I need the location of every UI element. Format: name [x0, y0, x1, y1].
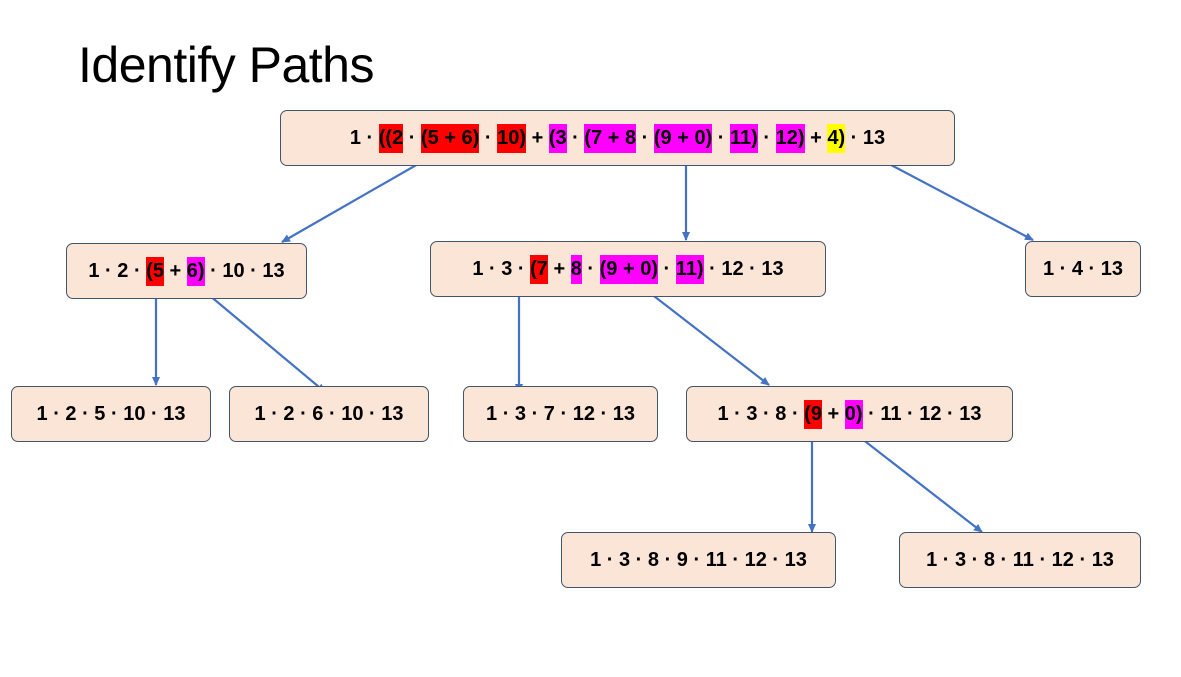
label-text: · 10 · 13	[204, 259, 285, 282]
highlight-red: (5	[146, 256, 164, 286]
label-text: 1 · 3 ·	[472, 257, 531, 280]
edge-root-to-n-4	[873, 155, 1034, 241]
node-n-3-7: 1 · 3 · 7 · 12 · 13	[463, 386, 658, 442]
highlight-magenta: (9 + 0)	[653, 123, 713, 153]
highlight-red: (7	[530, 254, 548, 284]
label-text: · 13	[845, 126, 886, 149]
highlight-magenta: 6)	[186, 256, 205, 286]
node-n-3: 1 · 3 · (7 + 8 · (9 + 0) · 11) · 12 · 13	[430, 241, 826, 297]
label-text: +	[163, 259, 187, 282]
label-text: 1 ·	[349, 126, 379, 149]
label-text: +	[821, 402, 845, 425]
node-n-4: 1 · 4 · 13	[1025, 241, 1141, 297]
label-text: ·	[566, 126, 585, 149]
highlight-magenta: 11)	[675, 254, 704, 284]
label-text: +	[804, 126, 828, 149]
highlight-red: (9	[804, 399, 822, 429]
label-text: · 12 · 13	[703, 257, 784, 280]
label-text: 1 · 3 · 8 ·	[717, 402, 805, 425]
edge-root-to-n-2	[281, 155, 433, 243]
node-n-3-8-9: 1 · 3 · 8 · 9 · 11 · 12 · 13	[561, 532, 836, 588]
page-title: Identify Paths	[78, 37, 374, 93]
node-root: 1 · ((2 · (5 + 6) · 10) + (3 · (7 + 8 · …	[280, 110, 955, 166]
highlight-yellow: 4)	[827, 123, 846, 153]
edge-n-3-to-n-3-8	[640, 285, 770, 386]
highlight-red: (5 + 6)	[420, 123, 480, 153]
label-text: 1 · 4 · 13	[1042, 257, 1124, 280]
label-text: 1 · 3 · 8 · 9 · 11 · 12 · 13	[590, 548, 807, 571]
label-text: ·	[581, 257, 600, 280]
label-text: 1 · 2 · 5 · 10 · 13	[36, 402, 186, 425]
label-text: ·	[658, 257, 676, 280]
highlight-magenta: (3	[548, 123, 567, 153]
node-n-2-5: 1 · 2 · 5 · 10 · 13	[11, 386, 211, 442]
node-n-3-8-11: 1 · 3 · 8 · 11 · 12 · 13	[899, 532, 1141, 588]
highlight-magenta: (9 + 0)	[599, 254, 658, 284]
label-text: 1 · 3 · 7 · 12 · 13	[486, 402, 635, 425]
label-text: 1 · 2 · 6 · 10 · 13	[254, 402, 404, 425]
label-text: 1 · 3 · 8 · 11 · 12 · 13	[926, 548, 1114, 571]
highlight-magenta: 0)	[844, 399, 863, 429]
edge-n-2-to-n-2-6	[202, 289, 326, 393]
label-text: +	[547, 257, 571, 280]
highlight-red: 10)	[497, 123, 527, 153]
highlight-red: ((2	[378, 123, 404, 153]
label-text: ·	[403, 126, 421, 149]
label-text: ·	[636, 126, 654, 149]
highlight-magenta: 11)	[730, 123, 758, 153]
highlight-magenta: 12)	[775, 123, 805, 153]
label-text: ·	[757, 126, 776, 149]
highlight-magenta: 8	[570, 254, 582, 284]
highlight-magenta: (7 + 8	[584, 123, 637, 153]
node-n-2: 1 · 2 · (5 + 6) · 10 · 13	[66, 243, 307, 299]
label-text: ·	[479, 126, 498, 149]
node-n-2-6: 1 · 2 · 6 · 10 · 13	[229, 386, 429, 442]
node-n-3-8: 1 · 3 · 8 · (9 + 0) · 11 · 12 · 13	[686, 386, 1013, 442]
edge-n-3-8-to-n-3-8-11	[847, 427, 983, 533]
label-text: · 11 · 12 · 13	[862, 402, 982, 425]
label-text: 1 · 2 ·	[88, 259, 147, 282]
label-text: +	[526, 126, 549, 149]
label-text: ·	[712, 126, 731, 149]
